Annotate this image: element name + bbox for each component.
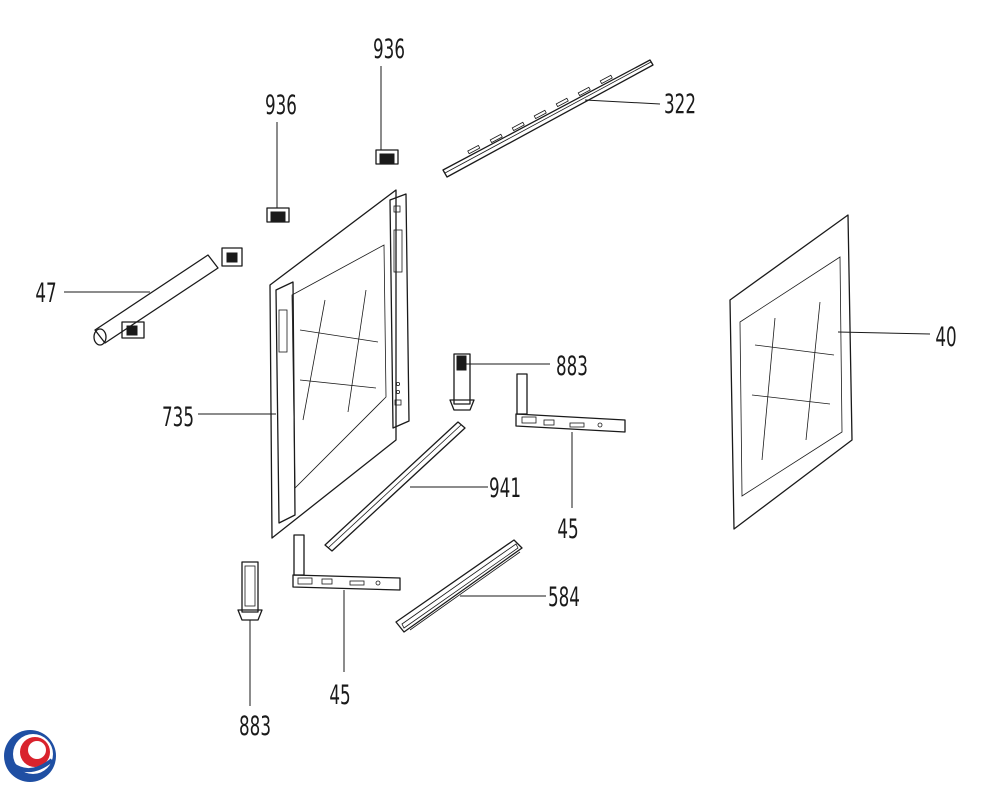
leader-lines bbox=[64, 66, 931, 706]
part-936-left-clip bbox=[266, 207, 290, 223]
part-45-bottom-hinge bbox=[292, 534, 401, 591]
part-941-seal-strip bbox=[324, 421, 466, 552]
callout-labels: 936 936 322 47 40 883 735 941 45 584 45 … bbox=[35, 34, 956, 742]
callout-735: 735 bbox=[162, 402, 194, 433]
part-883-top-bracket bbox=[449, 353, 475, 411]
callout-883-bottom: 883 bbox=[239, 711, 271, 742]
callout-47: 47 bbox=[35, 278, 56, 309]
part-47-handle bbox=[93, 247, 243, 346]
callout-936-left: 936 bbox=[265, 90, 297, 121]
callout-941: 941 bbox=[489, 473, 521, 504]
brand-logo bbox=[4, 730, 56, 782]
callout-40: 40 bbox=[935, 322, 956, 353]
part-322-top-rail bbox=[442, 59, 654, 178]
part-936-right-clip bbox=[375, 149, 399, 165]
callout-322: 322 bbox=[664, 89, 696, 120]
callout-45-right: 45 bbox=[557, 514, 578, 545]
part-45-right-hinge bbox=[515, 373, 626, 433]
part-883-bottom-bracket bbox=[237, 561, 263, 621]
callout-584: 584 bbox=[548, 582, 580, 613]
callout-45-bottom: 45 bbox=[329, 680, 350, 711]
callout-883-top: 883 bbox=[556, 351, 588, 382]
part-584-lower-rail bbox=[395, 539, 523, 633]
part-735-inner-door bbox=[269, 189, 410, 539]
callout-936-right: 936 bbox=[373, 34, 405, 65]
part-40-outer-glass bbox=[729, 214, 853, 530]
